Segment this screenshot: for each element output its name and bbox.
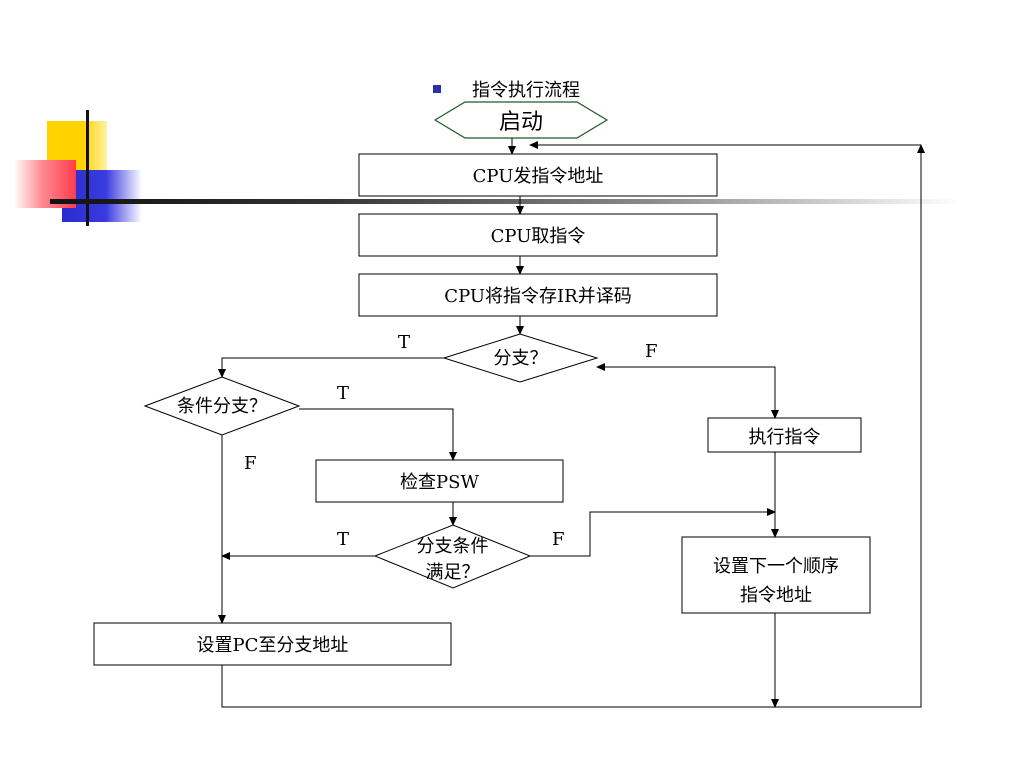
edge-label-conditional-true: T	[337, 383, 350, 404]
branch-diamond	[442, 333, 599, 383]
fetch-label: CPU取指令	[490, 226, 586, 247]
edge-label-condition-false: F	[552, 529, 565, 550]
conditional-branch-diamond	[143, 376, 301, 436]
arrow-conditional-true	[299, 408, 457, 461]
next-address-label-line2: 指令地址	[740, 585, 812, 606]
fetch-box	[358, 213, 718, 257]
set-pc-label: 设置PC至分支地址	[196, 635, 349, 656]
start-label: 启动	[498, 110, 543, 135]
set-pc-box	[93, 622, 452, 666]
next-address-label-line1: 设置下一个顺序	[713, 556, 839, 577]
condition-met-label-line2: 满足？	[425, 562, 480, 583]
edge-label-branch-true: T	[398, 332, 411, 353]
loop-line-bottom	[221, 144, 925, 708]
conditional-branch-label: 条件分支？	[177, 396, 267, 417]
check-psw-box	[315, 459, 564, 503]
header-rule	[50, 199, 960, 204]
execute-box	[707, 417, 862, 453]
logo-vertical-line	[86, 110, 89, 226]
condition-met-label-line1: 分支条件	[416, 536, 489, 557]
branch-label: 分支？	[493, 348, 548, 369]
edge-label-branch-false: F	[645, 341, 658, 362]
decode-box	[358, 273, 718, 317]
send-address-box	[358, 153, 718, 197]
arrow-condition-false	[530, 508, 776, 557]
bullet-icon	[433, 85, 441, 93]
arrow-branch-true	[218, 357, 444, 378]
arrow-branch-false	[596, 363, 776, 418]
page-title: 指令执行流程	[472, 80, 580, 101]
decode-label: CPU将指令存IR并译码	[444, 286, 632, 307]
execute-label: 执行指令	[748, 427, 821, 448]
edge-label-conditional-false: F	[244, 453, 257, 474]
next-address-box	[681, 536, 871, 614]
start-hexagon	[433, 101, 609, 139]
send-address-label: CPU发指令地址	[472, 166, 604, 187]
edge-label-condition-true: T	[337, 529, 350, 550]
check-psw-label: 检查PSW	[400, 472, 479, 493]
